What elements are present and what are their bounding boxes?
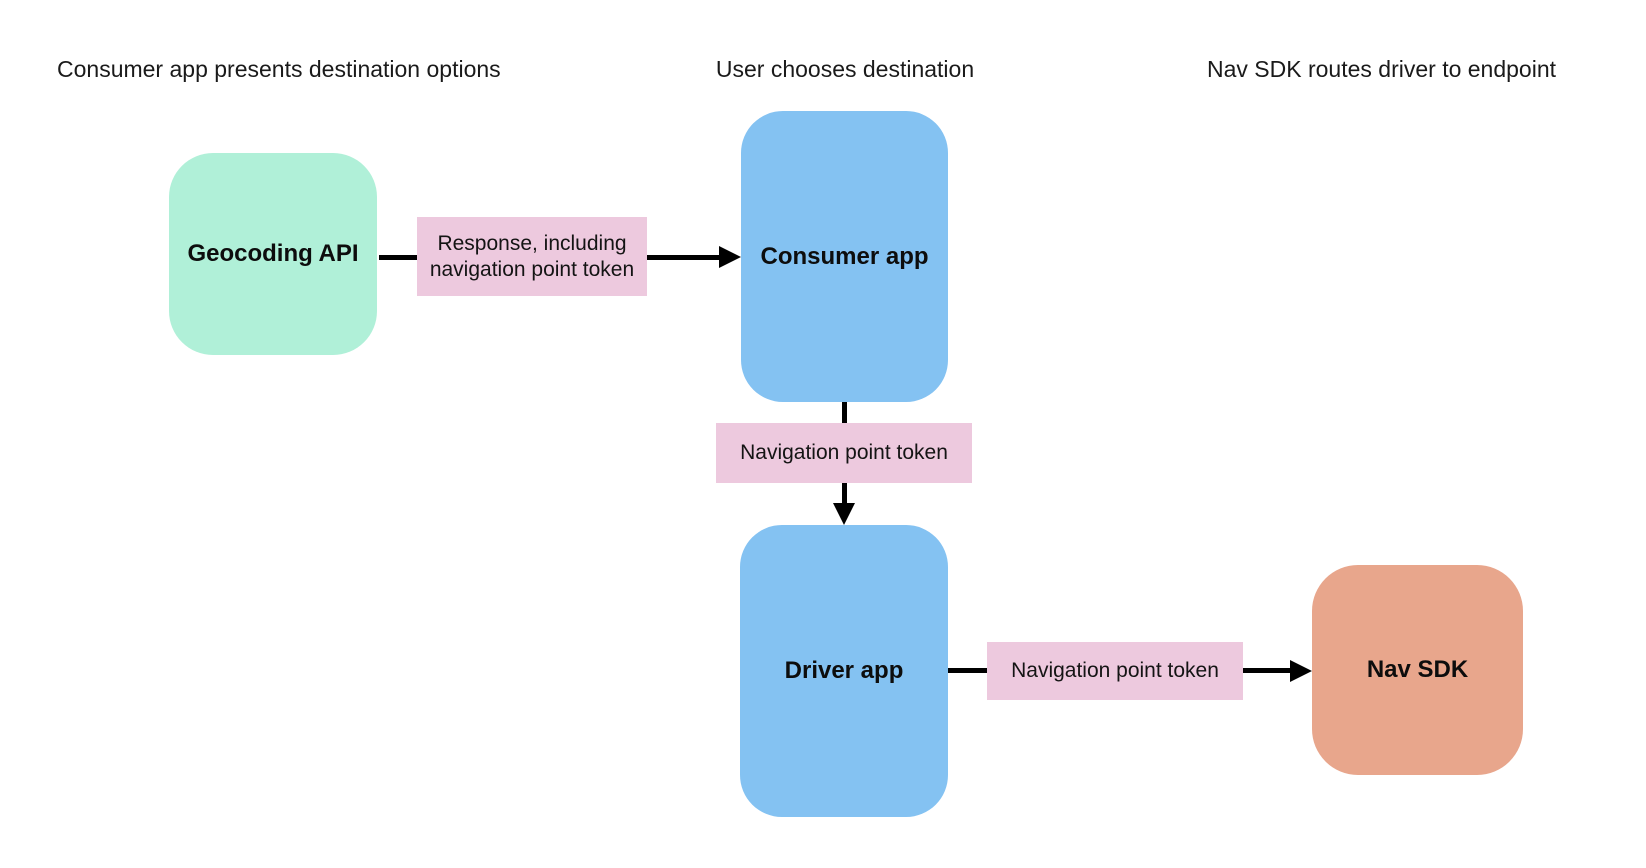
node-nav-sdk: Nav SDK bbox=[1312, 565, 1523, 775]
node-driver-app: Driver app bbox=[740, 525, 948, 817]
arrowhead-right-icon bbox=[1290, 660, 1312, 682]
edge-label-navigation-point-token-2: Navigation point token bbox=[987, 642, 1243, 700]
node-driver-app-label: Driver app bbox=[784, 657, 904, 684]
arrowhead-down-icon bbox=[833, 503, 855, 525]
connector-line bbox=[948, 668, 987, 673]
node-geocoding-api-label: Geocoding API bbox=[187, 240, 359, 267]
connector-line bbox=[842, 483, 847, 503]
column-heading-presents-destinations: Consumer app presents destination option… bbox=[57, 56, 501, 82]
connector-line bbox=[647, 255, 719, 260]
connector-line bbox=[1243, 668, 1290, 673]
arrowhead-right-icon bbox=[719, 246, 741, 268]
connector-line bbox=[842, 402, 847, 423]
node-nav-sdk-label: Nav SDK bbox=[1366, 656, 1469, 683]
column-heading-nav-sdk-routes: Nav SDK routes driver to endpoint bbox=[1207, 56, 1557, 82]
edge-label-navigation-point-token-1: Navigation point token bbox=[716, 423, 972, 483]
node-consumer-app-label: Consumer app bbox=[760, 242, 929, 270]
column-heading-user-chooses: User chooses destination bbox=[715, 56, 975, 82]
edge-label-response-including-token: Response, including navigation point tok… bbox=[417, 217, 647, 296]
node-consumer-app: Consumer app bbox=[741, 111, 948, 402]
node-geocoding-api: Geocoding API bbox=[169, 153, 377, 355]
connector-line bbox=[379, 255, 417, 260]
